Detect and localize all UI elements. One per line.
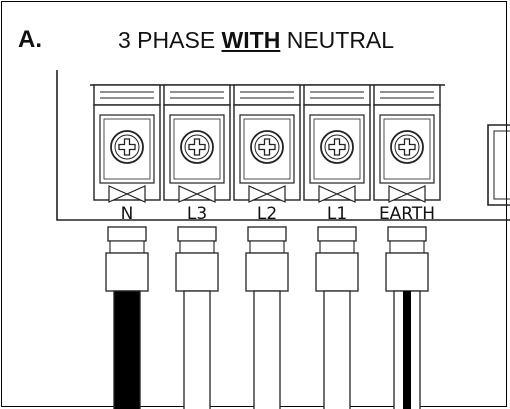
title-prefix: 3 PHASE (118, 27, 222, 53)
wire-n (105, 226, 149, 409)
terminal-n: N (93, 84, 161, 224)
terminal-label-l2: L2 (257, 204, 277, 224)
wire-l3 (175, 226, 219, 409)
wire-earth (385, 226, 429, 409)
panel-label: A. (18, 26, 42, 53)
wire-l1 (315, 226, 359, 409)
terminal-l3: L3 (163, 84, 231, 224)
wire-l2 (245, 226, 289, 409)
title-emphasis: WITH (221, 27, 281, 53)
diagram-title: 3 PHASE WITH NEUTRAL (118, 27, 394, 54)
terminal-label-earth: EARTH (379, 204, 435, 224)
terminal-label-n: N (121, 204, 134, 224)
terminal-label-l3: L3 (187, 204, 207, 224)
terminal-l1: L1 (303, 84, 371, 224)
terminal-earth: EARTH (373, 84, 441, 224)
title-suffix: NEUTRAL (280, 27, 395, 53)
terminal-l2: L2 (233, 84, 301, 224)
terminal-label-l1: L1 (327, 204, 347, 224)
